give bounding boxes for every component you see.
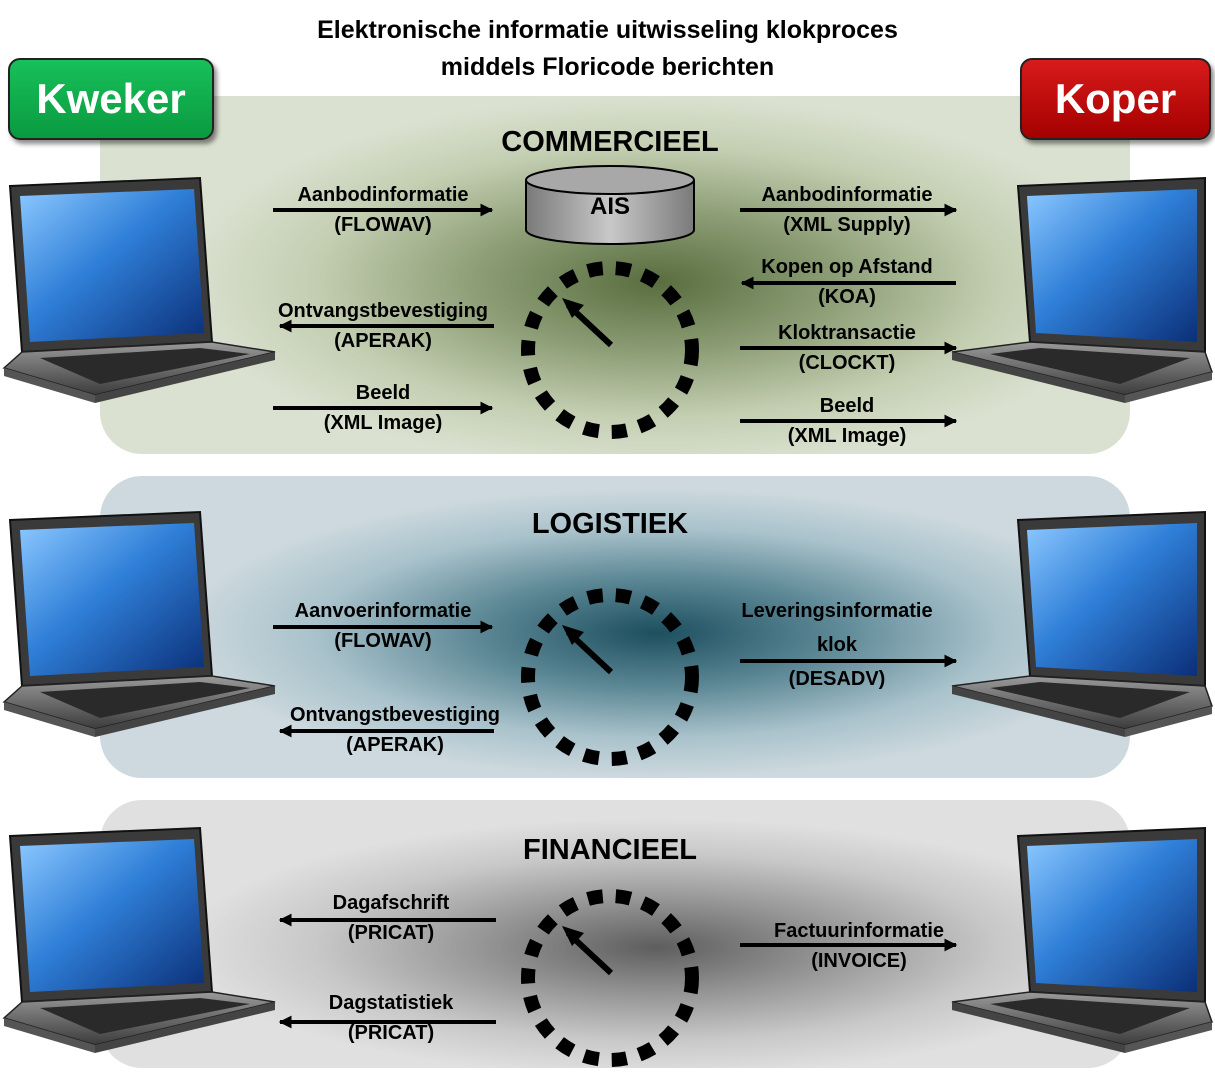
koper-badge: Koper <box>1020 58 1211 140</box>
msg-code: (FLOWAV) <box>334 214 432 236</box>
msg-koa: Kopen op Afstand (KOA) <box>722 252 972 312</box>
laptop-icon <box>951 827 1213 1054</box>
msg-code: (DESADV) <box>788 668 886 690</box>
clock-icon <box>521 889 699 1067</box>
msg-label: Beeld <box>355 382 411 404</box>
msg-label: Dagafschrift <box>332 892 450 914</box>
kweker-badge: Kweker <box>8 58 214 140</box>
msg-label: Leveringsinformatie <box>741 600 933 622</box>
diagram-title: Elektronische informatie uitwisseling kl… <box>0 12 1215 86</box>
msg-label: Kopen op Afstand <box>761 256 933 278</box>
section-title-financieel: FINANCIEEL <box>523 834 697 866</box>
msg-label: Aanvoerinformatie <box>294 600 472 622</box>
msg-code: (APERAK) <box>346 734 444 756</box>
ais-label: AIS <box>589 193 630 220</box>
section-title-commercieel: COMMERCIEEL <box>501 126 719 158</box>
msg-label: Beeld <box>819 395 875 417</box>
msg-levering-desadv: Leveringsinformatie klok (DESADV) <box>712 594 962 696</box>
msg-beeld-left: Beeld (XML Image) <box>258 378 508 438</box>
laptop-icon <box>3 177 276 404</box>
laptop-icon <box>951 177 1213 404</box>
section-title-logistiek: LOGISTIEK <box>531 508 689 540</box>
msg-aanbod-xml-supply: Aanbodinformatie (XML Supply) <box>722 180 972 240</box>
clock-icon <box>521 261 699 439</box>
diagram-title-line2: middels Floricode berichten <box>440 53 775 81</box>
msg-factuur-invoice: Factuurinformatie (INVOICE) <box>734 916 984 976</box>
msg-label: Dagstatistiek <box>328 992 454 1014</box>
msg-code: (KOA) <box>818 286 876 308</box>
database-icon <box>525 165 695 245</box>
msg-dagafschrift: Dagafschrift (PRICAT) <box>266 888 516 948</box>
laptop-icon <box>3 511 276 738</box>
msg-code: (FLOWAV) <box>334 630 432 652</box>
msg-code: (CLOCKT) <box>798 352 896 374</box>
msg-dagstatistiek: Dagstatistiek (PRICAT) <box>266 988 516 1048</box>
msg-label: Aanbodinformatie <box>297 184 469 206</box>
panel-commercieel <box>100 96 1130 454</box>
clock-icon <box>521 588 699 766</box>
msg-code: (APERAK) <box>334 330 432 352</box>
msg-label: Kloktransactie <box>778 322 916 344</box>
laptop-icon <box>3 827 276 1054</box>
laptop-icon <box>951 511 1213 738</box>
msg-code: (PRICAT) <box>347 1022 435 1044</box>
msg-ontvangst-aperak-log: Ontvangstbevestiging (APERAK) <box>270 700 520 760</box>
msg-code: (XML Image) <box>323 412 443 434</box>
msg-kloktransactie: Kloktransactie (CLOCKT) <box>722 318 972 378</box>
msg-label: Ontvangstbevestiging <box>277 300 489 322</box>
msg-beeld-right: Beeld (XML Image) <box>722 391 972 451</box>
msg-ontvangst-aperak: Ontvangstbevestiging (APERAK) <box>258 296 508 356</box>
msg-code: (INVOICE) <box>811 950 907 972</box>
msg-label: Aanbodinformatie <box>761 184 933 206</box>
panel-financieel <box>100 800 1130 1068</box>
panel-logistiek <box>100 476 1130 778</box>
msg-label: Ontvangstbevestiging <box>289 704 501 726</box>
diagram-title-line1: Elektronische informatie uitwisseling kl… <box>317 16 898 44</box>
msg-aanvoer-flowav: Aanvoerinformatie (FLOWAV) <box>258 596 508 656</box>
msg-label: Factuurinformatie <box>773 920 945 942</box>
msg-code: (XML Supply) <box>783 214 911 236</box>
msg-aanbod-flowav: Aanbodinformatie (FLOWAV) <box>258 180 508 240</box>
msg-code: (PRICAT) <box>347 922 435 944</box>
msg-label-2: klok <box>816 634 858 656</box>
msg-code: (XML Image) <box>787 425 907 447</box>
